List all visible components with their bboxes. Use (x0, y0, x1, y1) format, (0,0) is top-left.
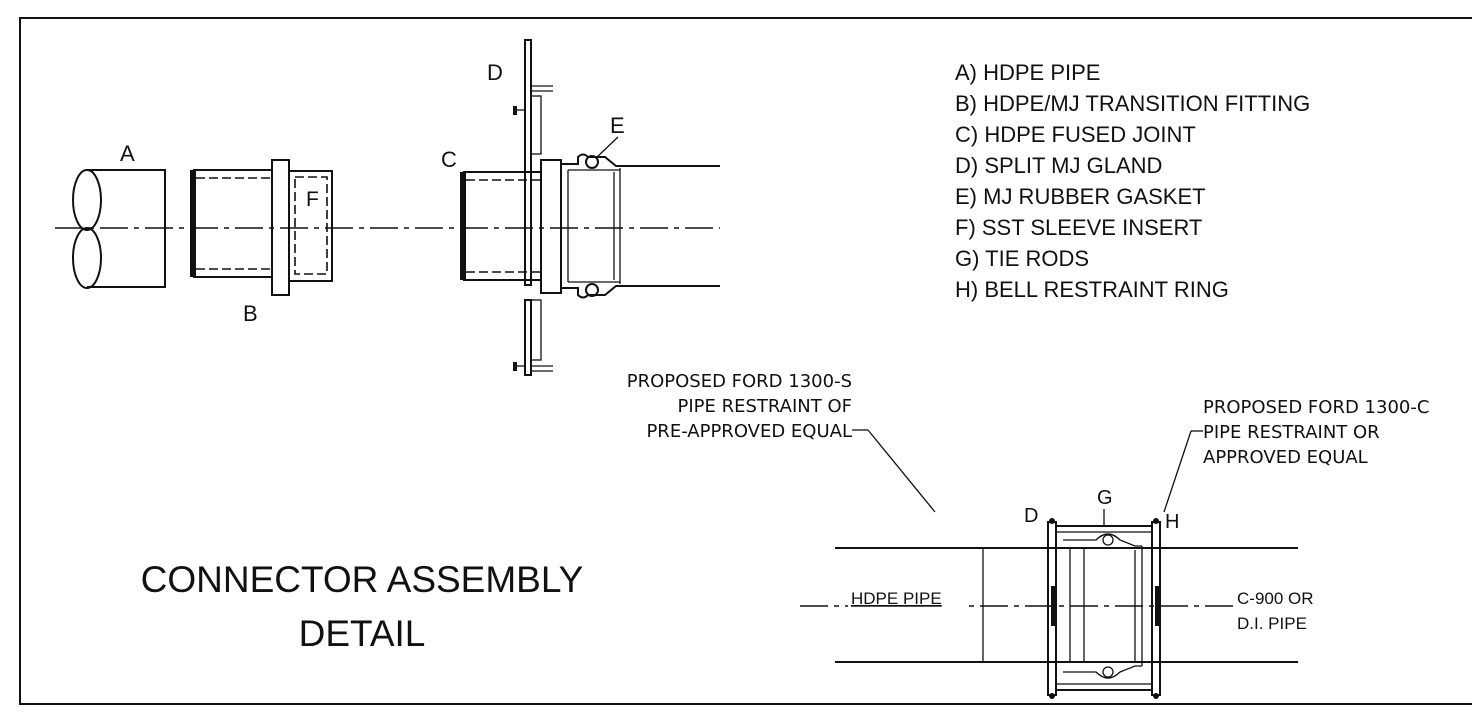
assembled-callout-g: G (1097, 487, 1113, 509)
note-ford-1300-c: PROPOSED FORD 1300-C PIPE RESTRAINT OR A… (1163, 397, 1429, 513)
drawing-border (19, 17, 1472, 705)
callout-c: C (441, 147, 457, 172)
note-right-line-2: PIPE RESTRAINT OR (1203, 422, 1380, 443)
title-line-1: CONNECTOR ASSEMBLY (141, 559, 584, 600)
note-left-line-3: PRE-APPROVED EQUAL (646, 421, 852, 442)
callout-a: A (120, 141, 135, 166)
assembled-restraint (1047, 509, 1161, 699)
legend-item-d: D) SPLIT MJ GLAND (955, 153, 1162, 178)
legend-item-c: C) HDPE FUSED JOINT (955, 122, 1196, 147)
note-ford-1300-s: PROPOSED FORD 1300-S PIPE RESTRAINT OF P… (627, 371, 936, 513)
c900-label-line-2: D.I. PIPE (1237, 614, 1307, 633)
note-right-line-3: APPROVED EQUAL (1203, 447, 1368, 468)
hdpe-label-backing (848, 585, 966, 609)
callout-f: F (306, 188, 319, 211)
note-left-line-1: PROPOSED FORD 1300-S (627, 371, 852, 392)
callout-d: D (487, 60, 503, 85)
c900-label-line-1: C-900 OR (1237, 589, 1314, 608)
c900-label-backing (1234, 590, 1314, 640)
legend-item-e: E) MJ RUBBER GASKET (955, 184, 1206, 209)
note-left-line-2: PIPE RESTRAINT OF (677, 396, 852, 417)
title-line-2: DETAIL (299, 613, 426, 654)
transition-fitting-b (190, 159, 333, 296)
assembled-callout-h: H (1165, 511, 1179, 533)
legend-item-f: F) SST SLEEVE INSERT (955, 215, 1202, 240)
assembled-callout-d: D (1024, 505, 1038, 527)
legend-item-a: A) HDPE PIPE (955, 60, 1100, 85)
legend-item-g: G) TIE RODS (955, 246, 1089, 271)
legend: A) HDPE PIPE B) HDPE/MJ TRANSITION FITTI… (955, 60, 1310, 302)
callout-b: B (243, 301, 258, 326)
callout-e: E (610, 113, 625, 138)
hdpe-pipe-a (72, 169, 166, 289)
split-mj-gland-d (513, 39, 553, 376)
mj-bell-assembly-c (460, 136, 720, 299)
legend-item-h: H) BELL RESTRAINT RING (955, 277, 1229, 302)
hdpe-pipe-label: HDPE PIPE (851, 589, 942, 608)
note-right-line-1: PROPOSED FORD 1300-C (1203, 397, 1429, 418)
legend-item-b: B) HDPE/MJ TRANSITION FITTING (955, 91, 1310, 116)
